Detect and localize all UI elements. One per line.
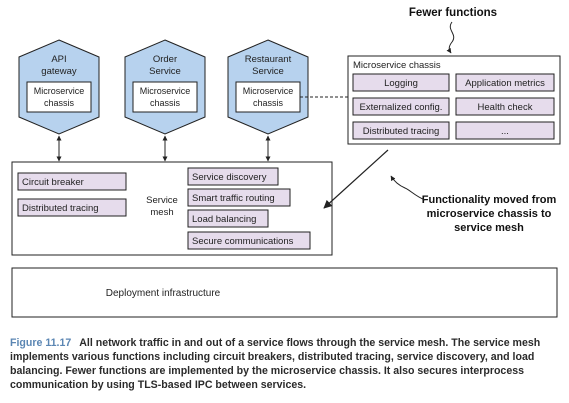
chassis-item-label: Externalized config. <box>360 102 443 113</box>
functionality-moved-arrow <box>323 149 389 209</box>
chassis-panel-title: Microservice chassis <box>353 60 441 71</box>
mesh-item-label: Service discovery <box>192 172 267 183</box>
chassis-label-line1: Microservice <box>140 86 191 96</box>
mesh-item-box <box>187 209 269 228</box>
fewer-functions-label: Fewer functions <box>409 7 497 19</box>
chassis-label-line2: chassis <box>150 98 181 108</box>
fewer-functions-arrow <box>446 21 455 54</box>
service-restaurant: Restaurant Service Microservice chassis <box>227 39 309 135</box>
service-name-line2: Service <box>149 66 181 77</box>
mesh-item-box <box>187 167 279 186</box>
caption-text: All network traffic in and out of a serv… <box>10 337 541 391</box>
chassis-label-line1: Microservice <box>34 86 85 96</box>
service-mesh: Circuit breaker Distributed tracing Serv… <box>11 161 333 256</box>
chassis-item-box <box>455 97 555 116</box>
chassis-label-line2: chassis <box>253 98 284 108</box>
functionality-moved-pointer <box>390 175 426 201</box>
chassis-item-label: Distributed tracing <box>363 126 440 137</box>
mesh-item-box <box>187 231 311 250</box>
chassis-item-label: ... <box>501 126 509 137</box>
chassis-item-box <box>455 121 555 140</box>
deployment-infrastructure-box <box>11 267 558 318</box>
service-name-line1: Order <box>153 54 177 65</box>
mesh-item-box <box>17 172 127 191</box>
service-name-line2: Service <box>252 66 284 77</box>
chassis-item-box <box>352 73 450 92</box>
mesh-item-label: Smart traffic routing <box>192 193 275 204</box>
chassis-label-line1: Microservice <box>243 86 294 96</box>
chassis-item-label: Health check <box>478 102 533 113</box>
architecture-diagram: Fewer functions API gateway Microservice… <box>11 7 561 318</box>
mesh-item-label: Distributed tracing <box>22 203 99 214</box>
deployment-infrastructure-label: Deployment infrastructure <box>106 288 221 299</box>
mesh-item-label: Secure communications <box>192 236 294 247</box>
chassis-item-box <box>352 97 450 116</box>
chassis-item-box <box>352 121 450 140</box>
chassis-item-box <box>455 73 555 92</box>
chassis-label-line2: chassis <box>44 98 75 108</box>
chassis-item-label: Application metrics <box>465 78 545 89</box>
service-name-line1: API <box>51 54 66 65</box>
functionality-moved-line3: service mesh <box>454 222 524 234</box>
chassis-box <box>132 81 198 113</box>
mesh-item-label: Load balancing <box>192 214 256 225</box>
chassis-panel: Microservice chassis Logging Application… <box>347 55 561 145</box>
mesh-item-label: Circuit breaker <box>22 177 84 188</box>
mesh-item-box <box>17 198 127 217</box>
functionality-moved-line1: Functionality moved from <box>422 194 557 206</box>
service-order: Order Service Microservice chassis <box>124 39 206 135</box>
service-name-line2: gateway <box>41 66 77 77</box>
mesh-item-box <box>187 188 291 207</box>
service-name-line1: Restaurant <box>245 54 292 65</box>
chassis-box <box>26 81 92 113</box>
functionality-moved-line2: microservice chassis to <box>427 208 552 220</box>
figure-number: Figure 11.17 <box>10 337 72 349</box>
service-mesh-label-line1: Service <box>146 195 178 206</box>
service-mesh-label-line2: mesh <box>150 207 173 218</box>
chassis-item-label: Logging <box>384 78 418 89</box>
service-api-gateway: API gateway Microservice chassis <box>18 39 100 135</box>
